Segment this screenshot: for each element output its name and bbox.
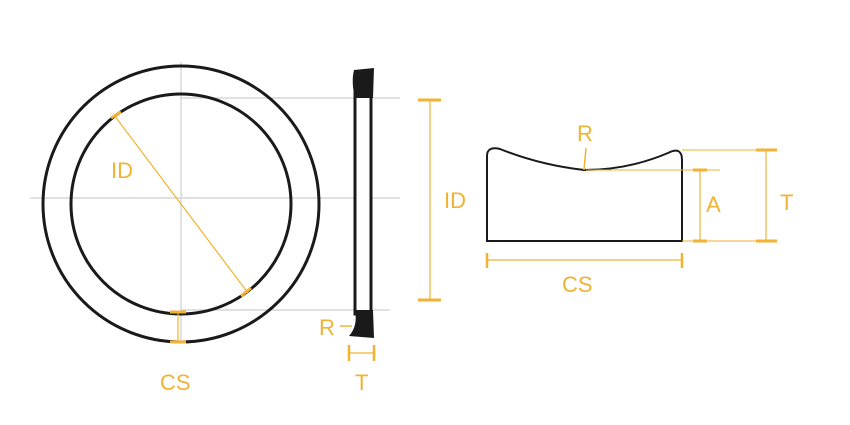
- side-body: [353, 88, 373, 316]
- side-view: ID R T: [319, 68, 466, 395]
- id-diameter-mark-bottom: [240, 286, 252, 298]
- profile-r-pointer: [583, 147, 587, 171]
- profile-a-label: A: [706, 192, 721, 217]
- side-bottom-cap: [349, 310, 374, 338]
- side-top-cap: [352, 68, 374, 98]
- front-cs-label: CS: [160, 370, 191, 395]
- profile-t-label: T: [780, 190, 793, 215]
- id-diameter-line: [113, 114, 249, 294]
- front-view: ID CS: [30, 62, 400, 395]
- side-r-label: R: [319, 315, 335, 340]
- profile-view: R A T CS: [485, 121, 793, 297]
- profile-cs-label: CS: [562, 272, 593, 297]
- profile-r-label: R: [577, 121, 593, 146]
- id-diameter-mark-top: [110, 110, 122, 120]
- front-id-label: ID: [111, 158, 133, 183]
- side-id-label: ID: [444, 188, 466, 213]
- inner-circle: [69, 92, 293, 316]
- side-t-label: T: [355, 370, 368, 395]
